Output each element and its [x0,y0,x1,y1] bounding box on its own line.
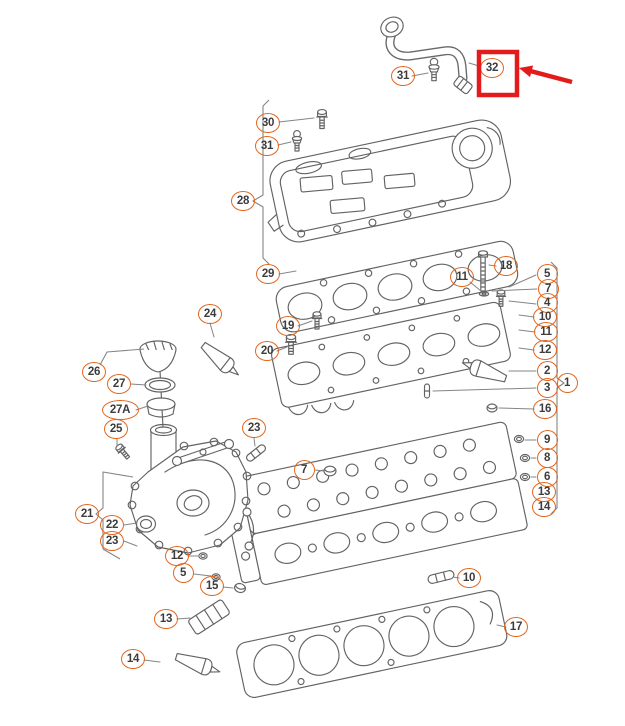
callout-13[interactable]: 13 [154,609,178,629]
callout-21[interactable]: 21 [75,504,99,524]
head-gasket-art [235,589,509,699]
breather-hose-art [378,14,474,95]
callout-23[interactable]: 23 [242,418,266,438]
callout-9[interactable]: 9 [536,430,558,450]
valve-cover-art [256,116,514,247]
callout-31[interactable]: 31 [391,66,415,86]
callout-11[interactable]: 11 [534,322,558,342]
callout-23[interactable]: 23 [100,531,124,551]
callout-17[interactable]: 17 [504,617,528,637]
callout-15[interactable]: 15 [200,576,224,596]
bolt-18-art [479,251,488,291]
callout-18[interactable]: 18 [494,256,518,276]
callout-19[interactable]: 19 [276,316,300,336]
callout-5[interactable]: 5 [172,563,194,583]
dowel-sleeve-13-art [188,599,231,635]
callout-1[interactable]: 1 [556,373,578,393]
callout-25[interactable]: 25 [104,419,128,439]
callout-11[interactable]: 11 [450,267,474,287]
callout-27[interactable]: 27 [107,374,131,394]
leader-lines [117,63,537,662]
side-cover-art [128,425,253,555]
callout-16[interactable]: 16 [533,399,557,419]
callout-29[interactable]: 29 [256,264,280,284]
callout-31[interactable]: 31 [255,136,279,156]
callout-26[interactable]: 26 [82,362,106,382]
callout-8[interactable]: 8 [536,448,558,468]
callout-10[interactable]: 10 [457,568,481,588]
callout-32[interactable]: 32 [480,58,504,78]
callout-3[interactable]: 3 [536,378,558,398]
callout-30[interactable]: 30 [256,113,280,133]
callout-7[interactable]: 7 [293,460,315,480]
callout-14[interactable]: 14 [532,497,556,517]
callout-28[interactable]: 28 [231,191,255,211]
pin-3-art [425,384,430,398]
callout-14[interactable]: 14 [121,649,145,669]
callout-20[interactable]: 20 [255,341,279,361]
callout-12[interactable]: 12 [533,340,557,360]
oil-filler-cap-art [140,341,176,427]
callout-24[interactable]: 24 [198,304,222,324]
valve-cover-gasket-art [274,239,520,334]
callout-27A[interactable]: 27A [101,400,139,420]
